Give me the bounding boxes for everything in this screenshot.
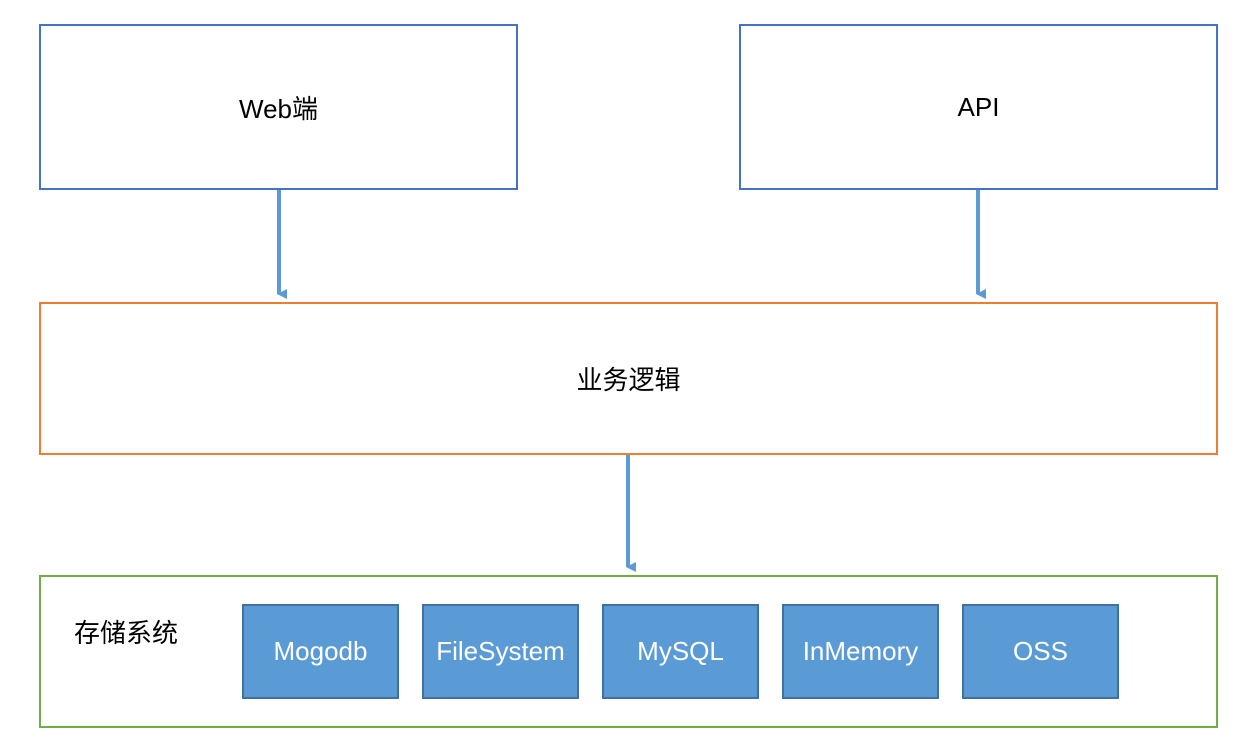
storage-item-label: FileSystem <box>436 636 565 666</box>
web-client-label: Web端 <box>239 93 318 124</box>
storage-item-inmemory: InMemory <box>782 604 939 699</box>
business-logic-box: 业务逻辑 <box>39 302 1218 455</box>
storage-item-oss: OSS <box>962 604 1119 699</box>
api-label: API <box>957 91 1000 122</box>
api-box: API <box>739 24 1218 190</box>
business-logic-label: 业务逻辑 <box>576 365 681 395</box>
storage-item-filesystem: FileSystem <box>422 604 579 699</box>
web-client-box: Web端 <box>39 24 518 190</box>
storage-item-mongodb: Mogodb <box>242 604 399 699</box>
storage-item-label: MySQL <box>637 636 724 666</box>
storage-item-label: OSS <box>1013 636 1068 666</box>
storage-system-label: 存储系统 <box>74 618 179 648</box>
storage-item-mysql: MySQL <box>602 604 759 699</box>
storage-item-label: Mogodb <box>273 636 368 666</box>
storage-item-label: InMemory <box>802 636 919 666</box>
